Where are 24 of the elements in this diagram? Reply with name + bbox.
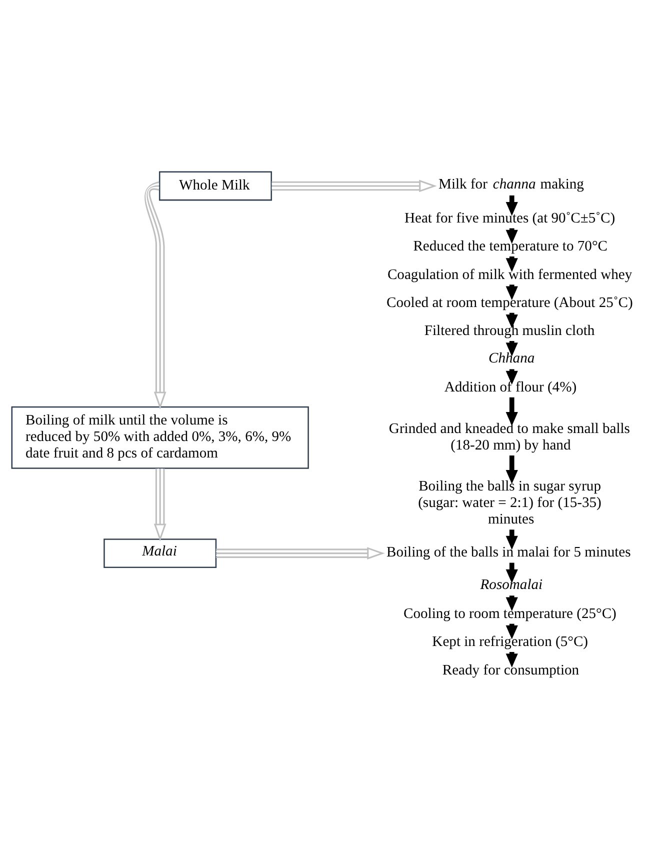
node-text: Cooled at room temperature (About 25˚C) — [386, 294, 633, 310]
node-text: Filtered through muslin cloth — [424, 322, 595, 339]
node-box: Malai — [104, 538, 217, 568]
arrow — [216, 546, 385, 559]
node-text: Rosomalai — [480, 576, 543, 592]
node-text: Cooling to room temperature (25°C) — [404, 605, 616, 622]
node-text: Reduced the temperature to 70°C — [413, 238, 608, 254]
node-text: Kept in refrigeration (5°C) — [432, 634, 588, 650]
node-text: Coagulation of milk with fermented whey — [387, 266, 632, 282]
node-text: Boiling the balls in sugar syrup (sugar: water = 2:1) for (15-35) minutes — [418, 478, 602, 528]
arrow — [272, 179, 437, 192]
arrow — [506, 396, 518, 426]
node-box: Whole Milk — [158, 170, 272, 200]
node-text: Addition of flour (4%) — [444, 379, 577, 396]
node-text: Chhana — [488, 350, 535, 366]
arrow — [506, 454, 518, 484]
node-text: Heat for five minutes (at 90˚C±5˚C) — [404, 210, 616, 226]
node-box: Boiling of milk until the volume is reduced by 50% with added 0%, 3%, 6%, 9% date fruit and 8 pcs of cardamom — [11, 406, 309, 468]
node-text: Ready for consumption — [442, 662, 580, 678]
node-text: Grinded and kneaded to make small balls (18-20 mm) by hand — [388, 420, 630, 453]
arrow — [144, 180, 166, 409]
node-text: Milk for channa making — [438, 176, 584, 192]
arrow — [154, 468, 166, 541]
node-text: Boiling of the balls in malai for 5 minutes — [386, 544, 631, 560]
